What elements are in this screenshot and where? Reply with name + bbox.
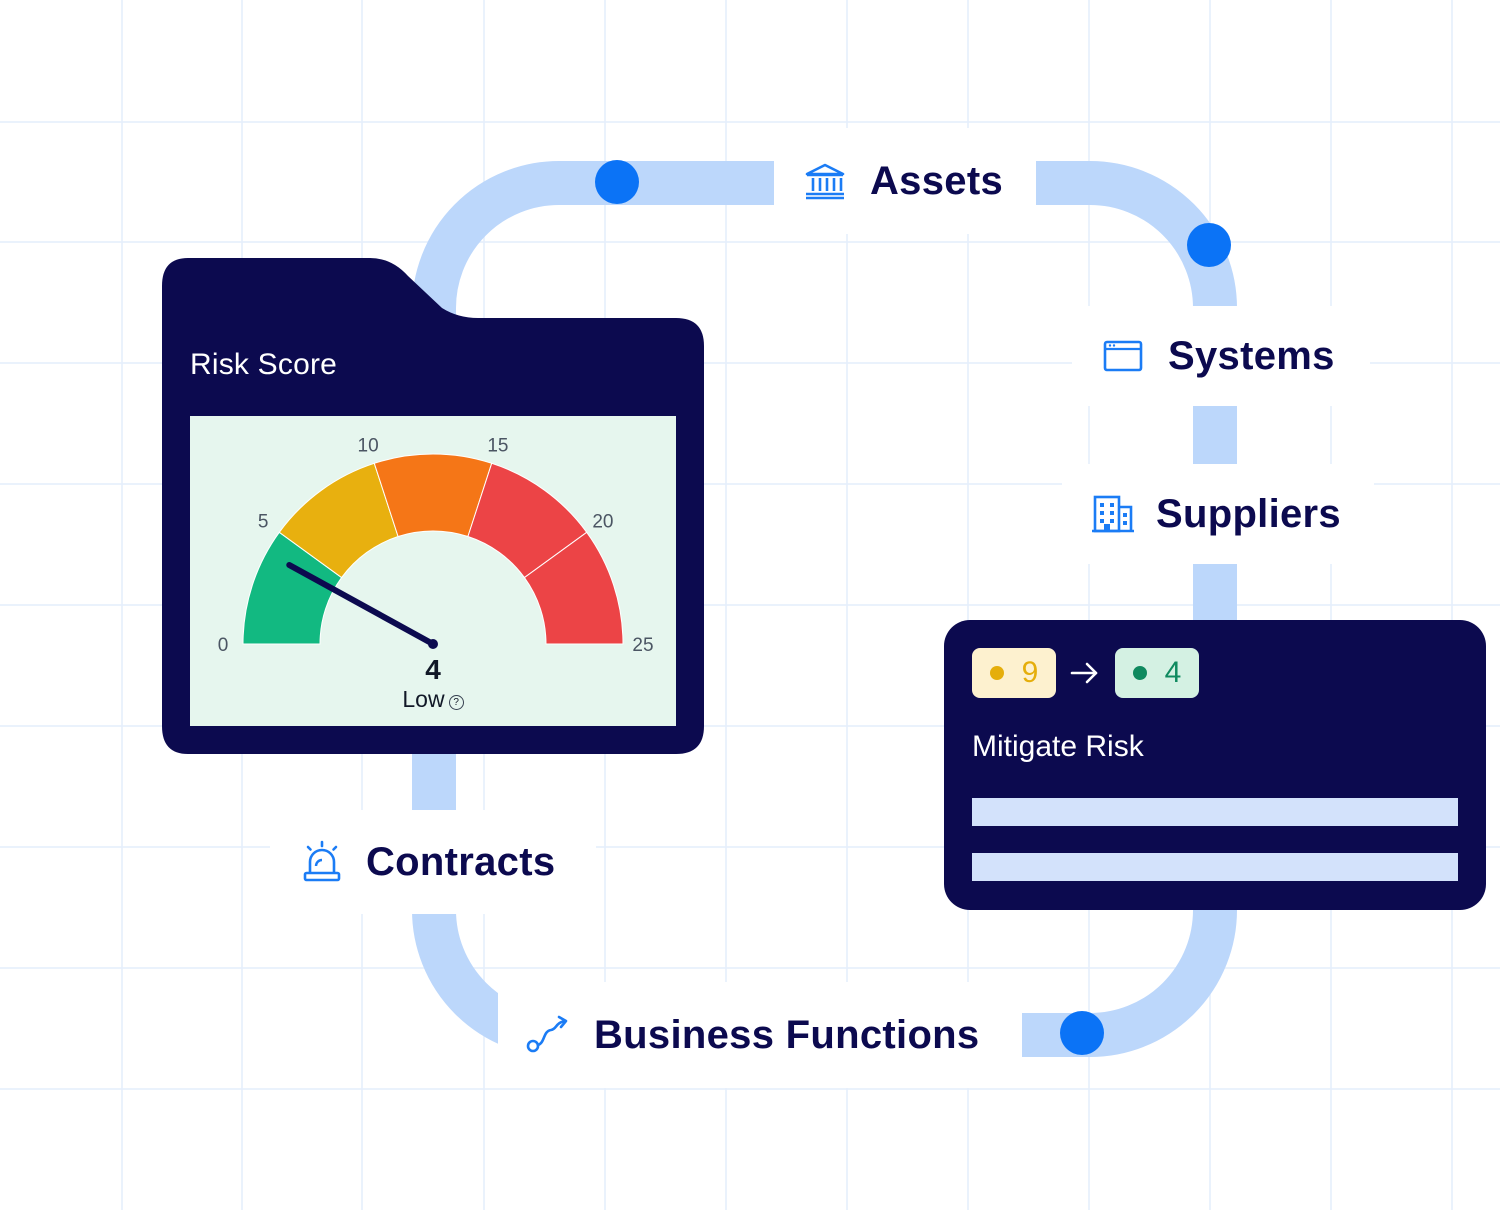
- gauge-status-text: Low: [402, 686, 445, 712]
- risk-before-dot: [989, 666, 1004, 680]
- systems-text: Systems: [1168, 333, 1335, 378]
- placeholder-line-2: [972, 853, 1458, 881]
- placeholder-line-1: [972, 798, 1458, 826]
- gauge-needle-hub: [428, 639, 438, 649]
- track-node-top: [595, 160, 639, 204]
- risk-gauge: 0 5 10 15 20 25: [218, 435, 654, 656]
- gauge-tick-label-3: 15: [487, 435, 508, 456]
- gauge-tick-label-5: 25: [632, 635, 653, 656]
- business-functions-text: Business Functions: [594, 1012, 980, 1057]
- gauge-value: 4: [425, 654, 441, 685]
- gauge-tick-label-1: 5: [258, 512, 269, 533]
- route-icon: [524, 1013, 572, 1057]
- business-functions-label: Business Functions: [498, 982, 1022, 1088]
- assets-label: Assets: [774, 128, 1036, 234]
- gauge-tick-label-0: 0: [218, 635, 229, 656]
- window-icon: [1102, 335, 1144, 377]
- track-node-right: [1187, 223, 1231, 267]
- gauge-needle: [286, 561, 436, 647]
- systems-label: Systems: [1072, 306, 1370, 406]
- arrow-right-icon: [1070, 662, 1098, 684]
- gauge-tick-label-4: 20: [592, 512, 613, 533]
- risk-after-value: 4: [1164, 656, 1182, 689]
- help-icon[interactable]: ?: [448, 695, 464, 710]
- contracts-text: Contracts: [366, 839, 556, 884]
- alarm-icon: [300, 839, 344, 885]
- suppliers-label: Suppliers: [1062, 464, 1374, 564]
- risk-before-badge: 9: [972, 648, 1056, 698]
- assets-text: Assets: [870, 158, 1003, 203]
- risk-score-card: Risk Score 0 5 10 15 20 25 4 Low?: [160, 256, 706, 756]
- gauge-status: Low?: [190, 686, 676, 713]
- risk-score-title: Risk Score: [190, 348, 338, 381]
- building-icon: [1090, 491, 1136, 537]
- mitigate-risk-card: 9 4 Mitigate Risk: [944, 620, 1486, 910]
- gauge-band-4: [523, 531, 624, 645]
- risk-after-dot: [1132, 666, 1147, 680]
- track-node-bottom: [1060, 1011, 1104, 1055]
- suppliers-text: Suppliers: [1156, 491, 1341, 536]
- mitigate-risk-title: Mitigate Risk: [972, 730, 1144, 763]
- gauge-tick-label-2: 10: [358, 435, 379, 456]
- bank-icon: [802, 158, 848, 204]
- contracts-label: Contracts: [270, 810, 596, 914]
- track-path: [411, 161, 1237, 1057]
- risk-after-badge: 4: [1115, 648, 1199, 698]
- risk-before-value: 9: [1021, 656, 1039, 689]
- gauge-panel: 0 5 10 15 20 25 4 Low?: [190, 416, 676, 726]
